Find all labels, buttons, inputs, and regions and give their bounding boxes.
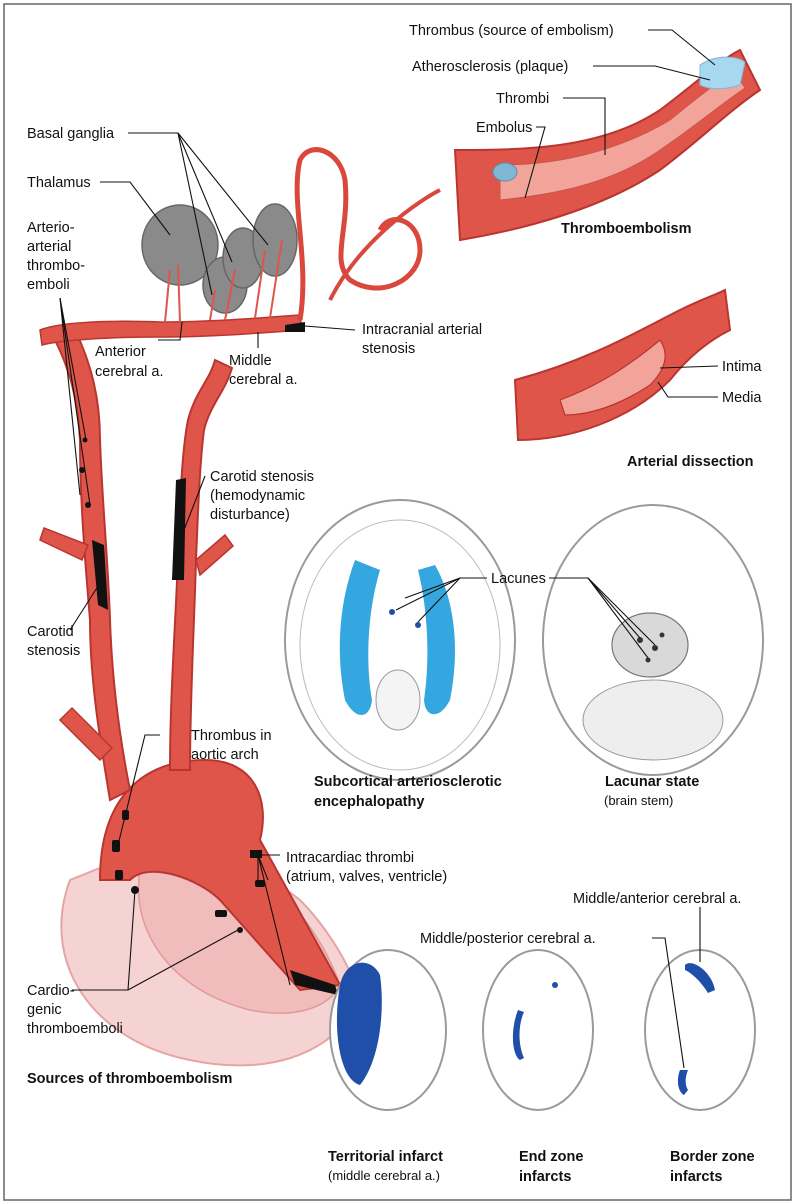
label-cardio-2: genic (27, 1002, 62, 1018)
label-anterior-1: Anterior (95, 344, 146, 360)
label-cardio-1: Cardio- (27, 983, 75, 999)
basal-ganglia-shape-3 (253, 204, 297, 276)
caption-lacunar-2: (brain stem) (604, 793, 673, 808)
label-carotid-hemo-3: disturbance) (210, 507, 290, 523)
caption-border-2: infarcts (670, 1169, 722, 1185)
label-thrombus-source: Thrombus (source of embolism) (409, 23, 614, 39)
label-arterio-1: Arterio- (27, 220, 75, 236)
label-thalamus: Thalamus (27, 175, 91, 191)
lacune-dot-2 (415, 622, 421, 628)
label-intracranial-2: stenosis (362, 341, 415, 357)
dissection-illustration (515, 290, 730, 440)
endzone-infarct-dot (552, 982, 558, 988)
dissection-vessel-outer (515, 290, 730, 440)
label-basal-ganglia: Basal ganglia (27, 126, 115, 142)
label-carotid-1: Carotid (27, 624, 74, 640)
label-arterio-2: arterial (27, 239, 71, 255)
label-carotid-hemo-2: (hemodynamic (210, 488, 305, 504)
territorial-brain-section (330, 950, 446, 1110)
lacune-dot-1 (389, 609, 395, 615)
caption-dissection: Arterial dissection (627, 454, 754, 470)
caption-territorial-2: (middle cerebral a.) (328, 1168, 440, 1183)
label-mid-ant: Middle/anterior cerebral a. (573, 891, 741, 907)
caption-border-1: Border zone (670, 1149, 755, 1165)
label-cardio-3: thromboemboli (27, 1021, 123, 1037)
caption-endzone-2: infarcts (519, 1169, 571, 1185)
caption-territorial-1: Territorial infarct (328, 1149, 443, 1165)
caption-sources: Sources of thromboembolism (27, 1071, 232, 1087)
plaque-deposit (700, 57, 745, 89)
label-thrombi: Thrombi (496, 91, 549, 107)
subcortical-brain-section (285, 500, 515, 780)
label-mid-post: Middle/posterior cerebral a. (420, 931, 596, 947)
label-athero: Atherosclerosis (plaque) (412, 59, 568, 75)
label-carotid-2: stenosis (27, 643, 80, 659)
caption-thromboembolism: Thromboembolism (561, 221, 692, 237)
label-carotid-hemo-1: Carotid stenosis (210, 469, 314, 485)
caption-sace-2: encephalopathy (314, 794, 424, 810)
label-anterior-2: cerebral a. (95, 364, 164, 380)
external-carotid-right (196, 535, 233, 575)
label-embolus: Embolus (476, 120, 532, 136)
label-middle-1: Middle (229, 353, 272, 369)
cortical-artery-loop (297, 150, 420, 320)
label-intracranial-1: Intracranial arterial (362, 322, 482, 338)
thromboembolism-illustration (455, 50, 760, 240)
label-intracardiac-1: Intracardiac thrombi (286, 850, 414, 866)
cerebellum-shape (583, 680, 723, 760)
label-lacunes: Lacunes (491, 571, 546, 587)
label-thrombus-arch-2: aortic arch (191, 747, 259, 763)
endzone-brain-outline (483, 950, 593, 1110)
brainstem-shape (612, 613, 688, 677)
label-media: Media (722, 390, 762, 406)
endzone-brain-section (483, 950, 593, 1110)
caption-lacunar-1: Lacunar state (605, 774, 699, 790)
label-thrombus-arch-1: Thrombus in (191, 728, 272, 744)
lacunar-brain-section (543, 505, 763, 775)
borderzone-brain-section (645, 950, 755, 1110)
brain-outline (285, 500, 515, 780)
label-middle-2: cerebral a. (229, 372, 298, 388)
label-intracardiac-2: (atrium, valves, ventricle) (286, 869, 447, 885)
ventricle-center (376, 670, 420, 730)
label-intima: Intima (722, 359, 762, 375)
label-arterio-4: emboli (27, 277, 70, 293)
caption-sace-1: Subcortical arteriosclerotic (314, 774, 502, 790)
caption-endzone-1: End zone (519, 1149, 583, 1165)
embolus-shape (493, 163, 517, 181)
label-arterio-3: thrombo- (27, 258, 85, 274)
external-carotid-left (40, 528, 88, 560)
